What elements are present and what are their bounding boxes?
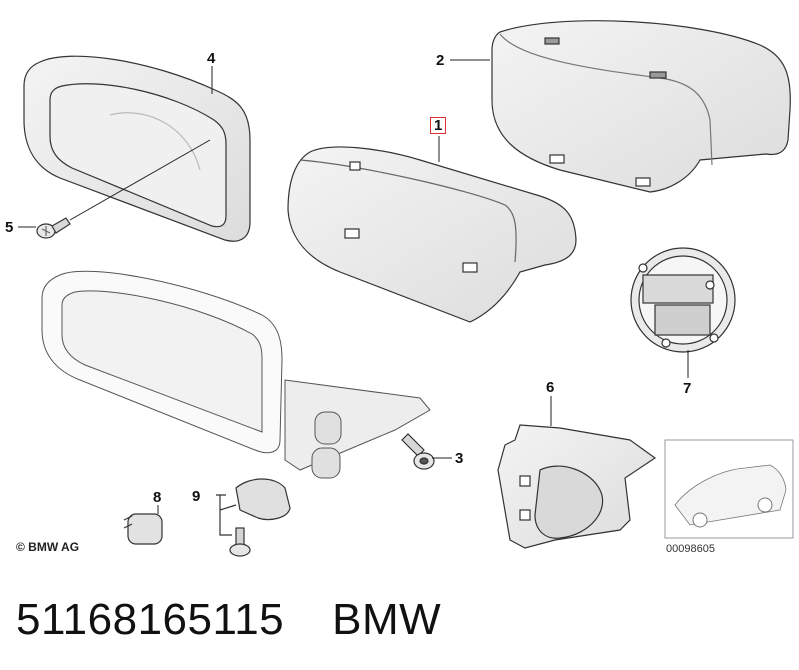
callout-9: 9 bbox=[192, 488, 201, 505]
leader-lines bbox=[18, 59, 689, 514]
callout-6: 6 bbox=[546, 379, 555, 396]
callout-1: 1 bbox=[430, 117, 447, 134]
part-number: 51168165115 bbox=[16, 595, 285, 644]
callout-2: 2 bbox=[436, 52, 445, 69]
car-thumbnail bbox=[664, 439, 794, 539]
callout-3: 3 bbox=[455, 450, 464, 467]
part-footer: 51168165115 BMW bbox=[16, 585, 441, 655]
part-2-housing-cap bbox=[491, 20, 791, 193]
callout-8: 8 bbox=[153, 489, 162, 506]
part-3-bolt bbox=[401, 433, 435, 470]
part-6-mirror-base bbox=[497, 424, 657, 549]
callout-4: 4 bbox=[207, 50, 216, 67]
diagram-reference-number: 00098605 bbox=[666, 543, 715, 555]
callout-5: 5 bbox=[5, 219, 14, 236]
parts-drawing bbox=[18, 20, 794, 557]
part-9-cover-and-screw bbox=[216, 478, 291, 557]
part-4-mirror-frame bbox=[23, 55, 251, 242]
assembled-mirror bbox=[41, 270, 431, 479]
part-1-inner-housing bbox=[287, 146, 577, 323]
copyright-text: © BMW AG bbox=[16, 540, 80, 554]
part-7-mirror-motor bbox=[630, 247, 736, 353]
part-5-screw bbox=[36, 217, 71, 239]
parts-diagram: 1 2 3 4 5 6 7 8 9 © BMW AG 00098605 bbox=[5, 20, 794, 557]
part-8-clip bbox=[123, 513, 163, 545]
brand-name: BMW bbox=[332, 595, 442, 644]
callout-7: 7 bbox=[683, 380, 692, 397]
